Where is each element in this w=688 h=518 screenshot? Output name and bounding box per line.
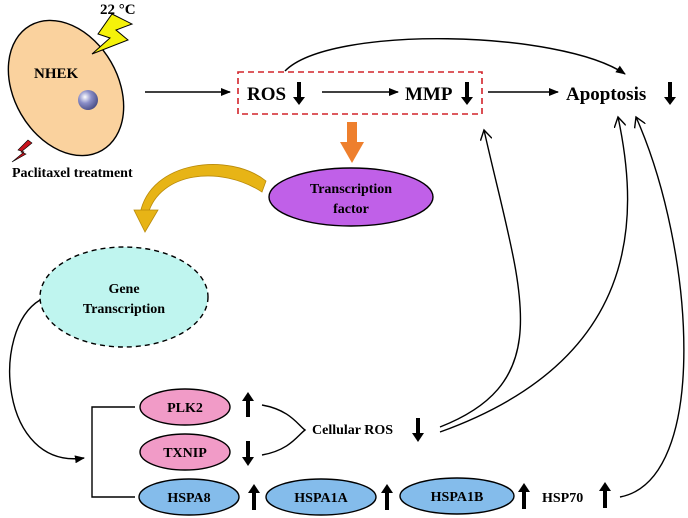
arrow-box-to-apoptosis xyxy=(284,38,626,75)
cell-body xyxy=(7,19,125,157)
transcription-factor-line1: Transcription xyxy=(310,182,392,197)
nhek-cell: NHEK xyxy=(7,19,125,157)
apoptosis-label: Apoptosis xyxy=(566,84,646,105)
temperature-lightning: 22 °C xyxy=(91,2,136,55)
ros-down-arrow-icon xyxy=(293,82,305,105)
apoptosis-down-arrow-icon xyxy=(664,82,676,105)
hspa1b-up-arrow-icon xyxy=(518,483,530,509)
orange-arrow-icon xyxy=(340,122,364,163)
mmp-label: MMP xyxy=(405,84,453,105)
hspa8-label: HSPA8 xyxy=(167,491,210,506)
hsp70-label: HSP70 xyxy=(542,491,583,506)
hspa8-up-arrow-icon xyxy=(248,484,260,510)
temperature-label: 22 °C xyxy=(100,2,136,18)
arrow-cellular-ros-to-mmp xyxy=(439,130,522,428)
txnip-down-arrow-icon xyxy=(242,441,254,466)
cellular-ros-label: Cellular ROS xyxy=(312,423,393,438)
red-bolt-icon xyxy=(11,139,33,163)
hspa1a-node: HSPA1A xyxy=(265,478,377,516)
treatment-label: Paclitaxel treatment xyxy=(12,166,133,181)
hspa1a-label: HSPA1A xyxy=(294,491,348,506)
gene-transcription-node: Gene Transcription xyxy=(39,246,209,348)
ros-mmp-box xyxy=(237,71,483,115)
cellular-ros-brace xyxy=(261,404,307,456)
plk2-up-arrow-icon xyxy=(242,392,254,417)
lightning-icon xyxy=(91,13,134,55)
txnip-node: TXNIP xyxy=(139,433,231,471)
hspa1b-node: HSPA1B xyxy=(399,477,515,515)
arrow-hsp70-to-apoptosis xyxy=(619,117,685,498)
cell-label: NHEK xyxy=(34,66,79,82)
arrow-cellular-ros-to-apoptosis xyxy=(439,117,629,433)
txnip-label: TXNIP xyxy=(163,446,207,461)
gene-transcription-line1: Gene xyxy=(108,282,139,297)
plk2-label: PLK2 xyxy=(167,401,203,416)
nucleus xyxy=(78,90,98,110)
gene-transcription-line2: Transcription xyxy=(83,302,165,317)
target-bracket xyxy=(91,406,135,498)
mmp-down-arrow-icon xyxy=(461,82,473,105)
hspa8-node: HSPA8 xyxy=(138,478,240,516)
transcription-factor-node: Transcription factor xyxy=(268,167,434,227)
transcription-factor-line2: factor xyxy=(333,202,369,217)
hsp70-up-arrow-icon xyxy=(599,482,611,508)
gold-curved-arrow-icon xyxy=(133,164,267,233)
hspa1b-label: HSPA1B xyxy=(431,490,484,505)
plk2-node: PLK2 xyxy=(139,388,231,426)
paclitaxel-bolt: Paclitaxel treatment xyxy=(11,139,133,181)
cellular-ros-down-arrow-icon xyxy=(412,418,424,442)
hspa1a-up-arrow-icon xyxy=(381,484,393,510)
arrow-gene-to-targets xyxy=(9,299,85,464)
ros-label: ROS xyxy=(247,84,286,105)
